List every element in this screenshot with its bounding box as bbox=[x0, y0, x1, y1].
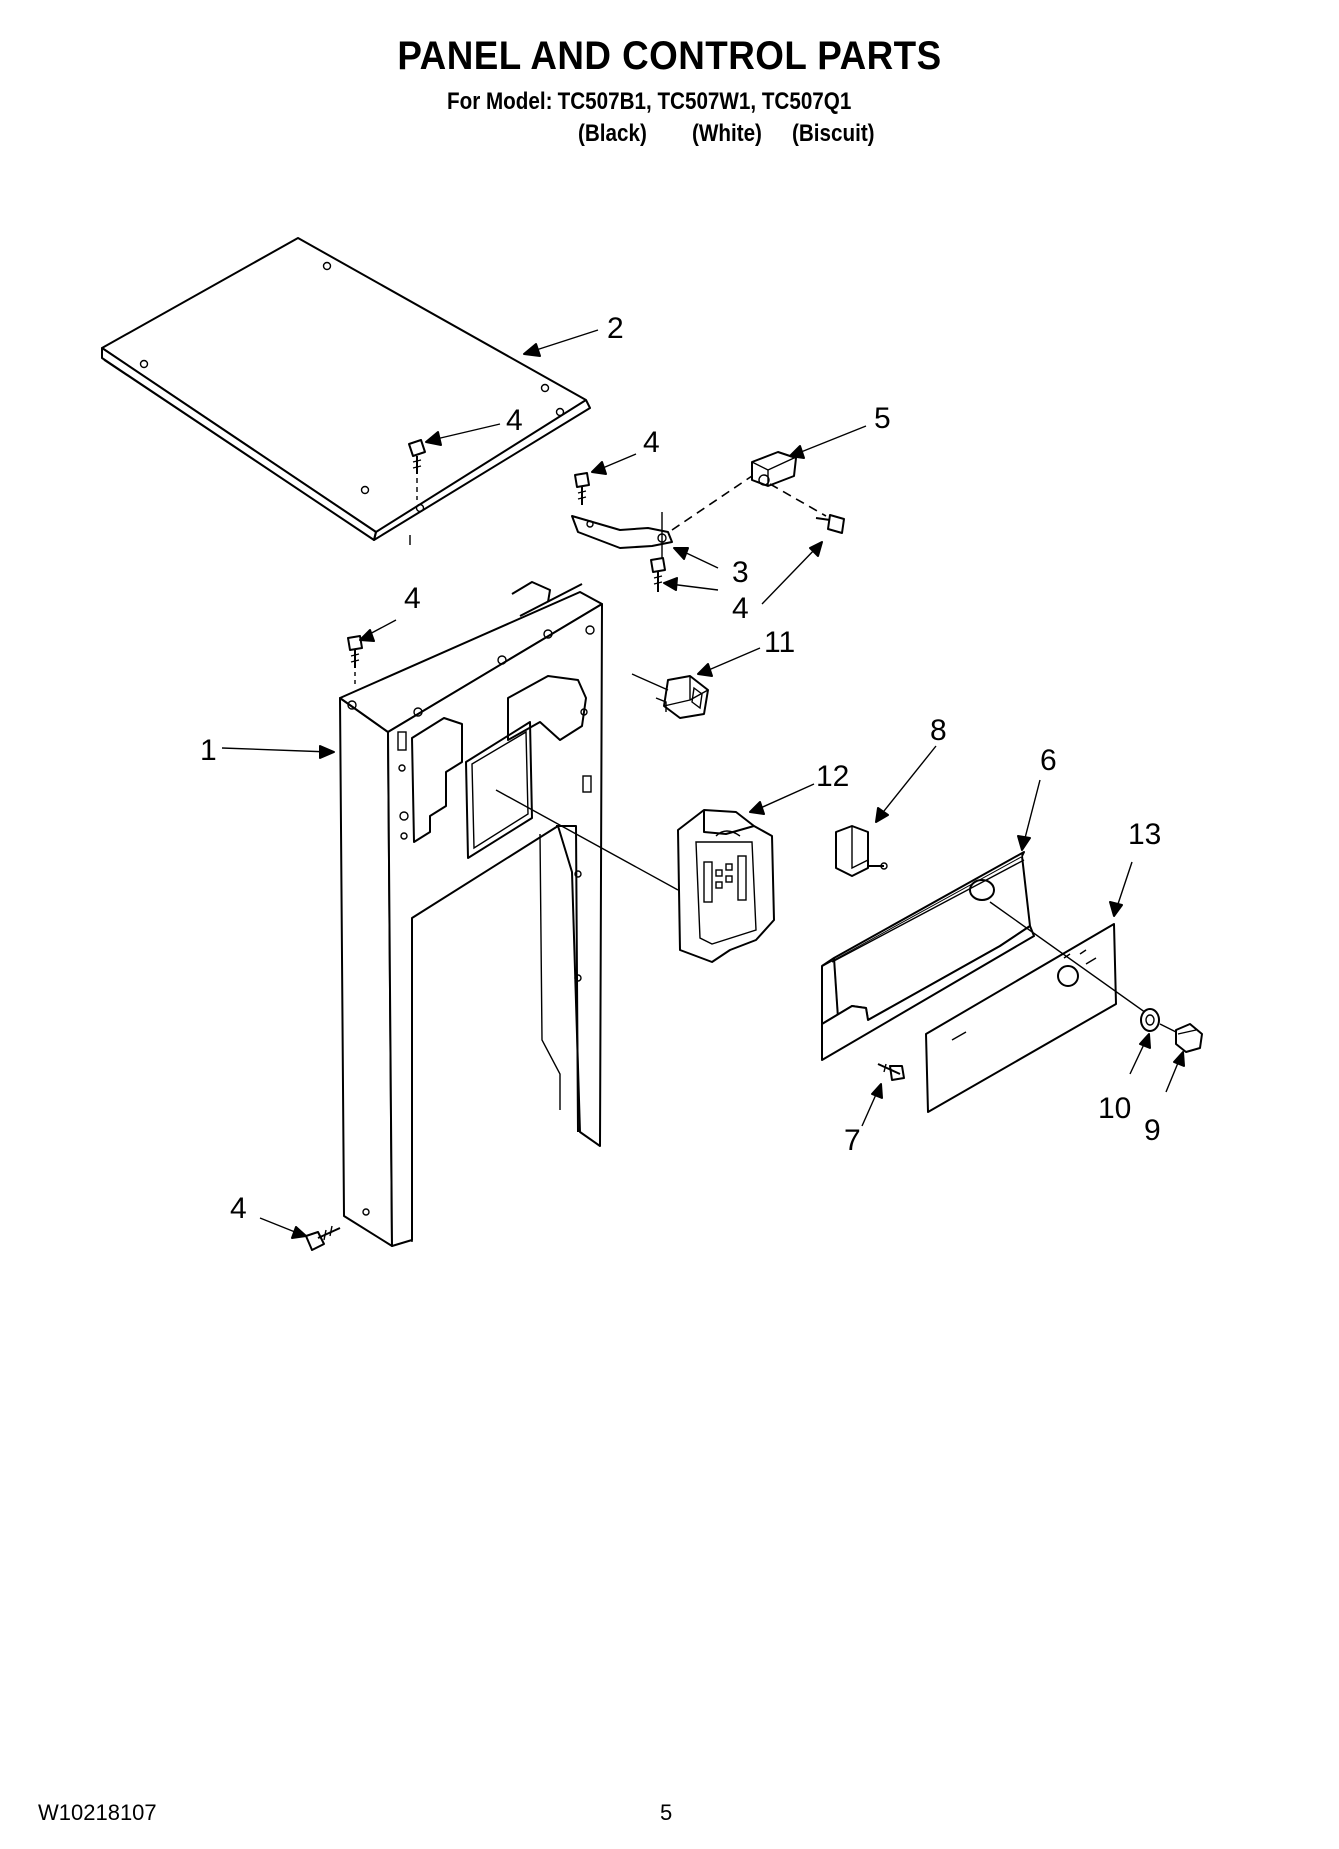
callout-2: 2 bbox=[607, 312, 624, 345]
callout-4-panel-top: 4 bbox=[404, 582, 421, 615]
callout-leaders bbox=[221, 329, 1185, 1239]
callout-4-bracket-top: 4 bbox=[643, 426, 660, 459]
control-housing-part-12 bbox=[677, 809, 775, 963]
part-5-clip bbox=[671, 451, 827, 531]
color-white: (White) bbox=[692, 120, 762, 147]
screw-part-4-panel-bottom bbox=[305, 1225, 341, 1251]
side-panel-part-1 bbox=[339, 581, 679, 1247]
callout-12: 12 bbox=[816, 760, 849, 793]
screw-part-4-clip bbox=[815, 514, 845, 534]
callout-1: 1 bbox=[200, 734, 217, 767]
model-label: For Model: bbox=[447, 88, 553, 115]
callout-5: 5 bbox=[874, 402, 891, 435]
callout-9: 9 bbox=[1144, 1114, 1161, 1147]
bracket-part-3 bbox=[571, 512, 673, 560]
callout-11: 11 bbox=[764, 626, 795, 659]
overlay-panel-part-13 bbox=[925, 901, 1157, 1113]
screw-part-4-bracket-bottom bbox=[650, 557, 666, 592]
screw-part-4-top-panel bbox=[408, 439, 426, 500]
callout-8: 8 bbox=[930, 714, 947, 747]
control-panel-part-6 bbox=[821, 851, 1035, 1061]
switch-part-11 bbox=[631, 673, 709, 719]
callout-4-top-panel: 4 bbox=[506, 404, 523, 437]
callout-3: 3 bbox=[732, 556, 749, 589]
bushing-part-10 bbox=[1140, 1008, 1160, 1032]
callout-13: 13 bbox=[1128, 818, 1161, 851]
document-number: W10218107 bbox=[38, 1800, 157, 1825]
page-number: 5 bbox=[660, 1800, 673, 1825]
screw-part-4-bracket-top bbox=[574, 472, 590, 505]
callout-4-panel-bottom: 4 bbox=[230, 1192, 247, 1225]
color-black: (Black) bbox=[578, 120, 647, 147]
callout-6: 6 bbox=[1040, 744, 1057, 777]
top-panel-part-2 bbox=[101, 237, 591, 545]
knob-part-9 bbox=[1159, 1023, 1203, 1053]
callout-7: 7 bbox=[844, 1124, 861, 1157]
selector-switch-part-8 bbox=[835, 825, 888, 877]
callout-10: 10 bbox=[1098, 1092, 1131, 1125]
screw-part-4-panel-top bbox=[347, 635, 363, 686]
model-line: For Model:TC507B1, TC507W1, TC507Q1 bbox=[447, 88, 851, 116]
page-title: PANEL AND CONTROL PARTS bbox=[397, 34, 942, 78]
callout-numbers: 1 2 3 4 4 4 4 4 5 6 7 8 9 10 11 12 13 bbox=[200, 312, 1161, 1225]
callout-4-clip: 4 bbox=[732, 592, 749, 625]
color-biscuit: (Biscuit) bbox=[792, 120, 875, 147]
model-numbers: TC507B1, TC507W1, TC507Q1 bbox=[557, 88, 852, 115]
screw-part-7 bbox=[877, 1063, 905, 1081]
